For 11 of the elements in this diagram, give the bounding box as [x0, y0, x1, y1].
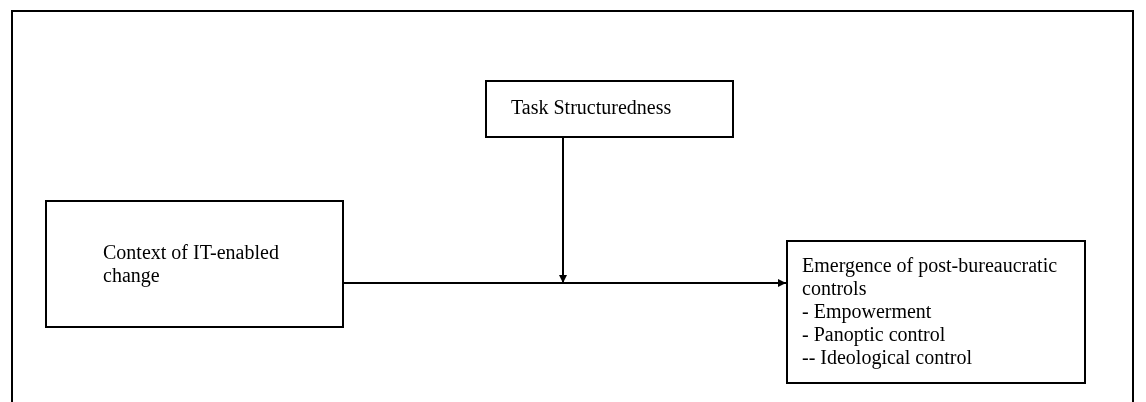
text-box — [485, 80, 734, 138]
text-box — [786, 240, 1086, 384]
box-text: Emergence of post-bureaucratic controls — [802, 254, 1059, 300]
box-text: - Empowerment — [802, 300, 933, 323]
arrow — [343, 279, 787, 287]
arrow — [559, 137, 567, 284]
box-text: - Panoptic control — [802, 323, 947, 346]
box-text: Context of IT-enabled change — [103, 241, 280, 287]
text-box — [45, 200, 344, 328]
box-text: -- Ideological control — [802, 346, 973, 369]
box-text: Task Structuredness — [511, 95, 673, 119]
